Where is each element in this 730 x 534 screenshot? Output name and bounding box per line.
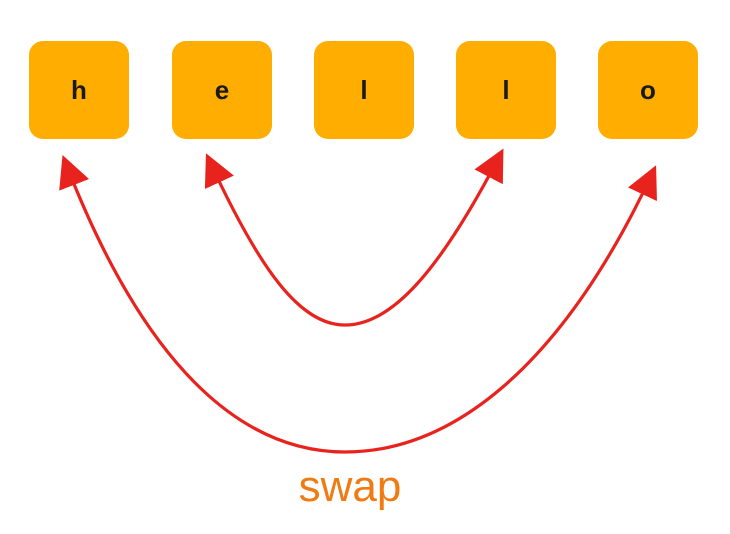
swap-caption: swap bbox=[298, 462, 402, 511]
character-row: h e l l o bbox=[29, 41, 699, 141]
char-box-0: h bbox=[29, 41, 129, 139]
char-box-2: l bbox=[314, 41, 414, 139]
char-box-3: l bbox=[456, 41, 556, 139]
char-box-4: o bbox=[598, 41, 698, 139]
char-box-1: e bbox=[172, 41, 272, 139]
swap-arrow-inner bbox=[204, 148, 504, 327]
swap-arrow-outer bbox=[59, 155, 657, 454]
